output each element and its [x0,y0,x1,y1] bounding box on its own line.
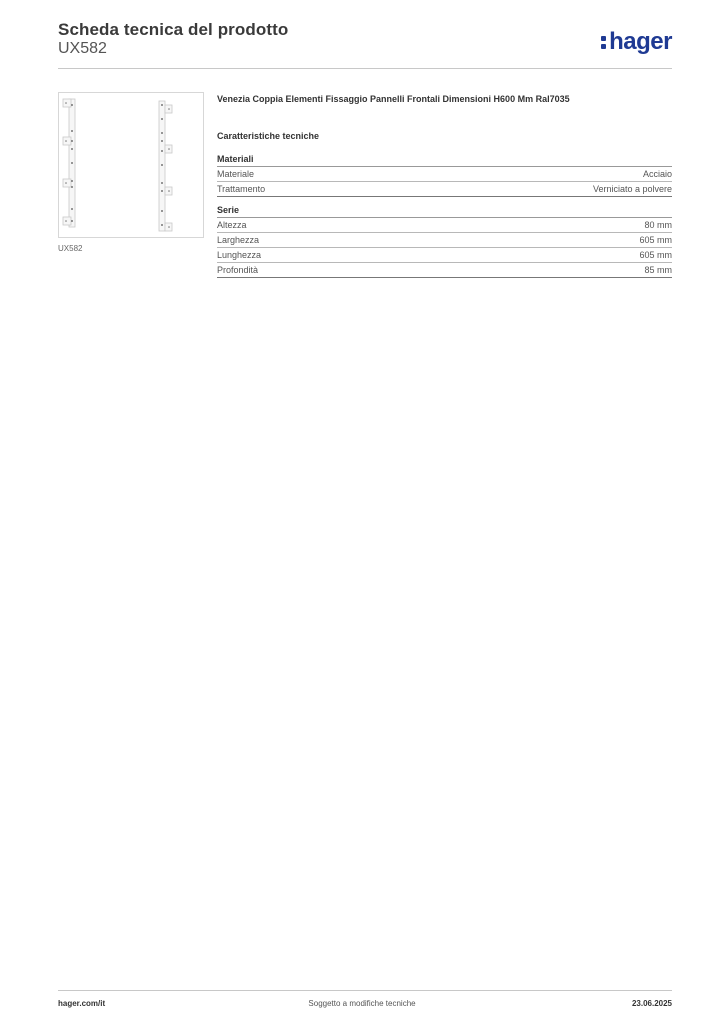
left-rail-holes [65,102,73,222]
right-rail [158,100,173,232]
product-image [58,92,204,238]
specs-heading: Caratteristiche tecniche [217,131,320,141]
image-caption: UX582 [58,244,83,253]
left-rail [62,98,76,228]
spec-label: Profondità [217,265,259,275]
spec-group-series: Serie Altezza 80 mm Larghezza 605 mm Lun… [217,205,672,278]
spec-label: Altezza [217,220,247,230]
spec-row: Profondità 85 mm [217,263,672,278]
logo-text: hager [609,28,672,55]
spec-row: Lunghezza 605 mm [217,248,672,263]
hager-logo: hager [601,30,672,54]
page-title: Scheda tecnica del prodotto [58,20,289,39]
spec-value: 605 mm [639,250,672,260]
spec-row: Larghezza 605 mm [217,233,672,248]
right-rail-holes [161,104,170,228]
mounting-rails-illustration [62,98,173,232]
spec-value: Acciaio [642,169,672,179]
spec-label: Trattamento [217,184,266,194]
spec-group-materials: Materiali Materiale Acciaio Trattamento … [217,154,672,197]
spec-value: 85 mm [644,265,672,275]
product-details: Venezia Coppia Elementi Fissaggio Pannel… [217,94,672,278]
header-divider [58,68,672,69]
footer-date: 23.06.2025 [631,999,672,1008]
footer-website-link[interactable]: hager.com/it [58,999,106,1008]
spec-row: Altezza 80 mm [217,218,672,233]
footer-note: Soggetto a modifiche tecniche [308,999,416,1008]
spec-row: Materiale Acciaio [217,167,672,182]
spec-label: Lunghezza [217,250,262,260]
spec-label: Larghezza [217,235,260,245]
spec-value: 605 mm [639,235,672,245]
product-name: Venezia Coppia Elementi Fissaggio Pannel… [217,94,570,104]
footer-divider [58,990,672,991]
product-code: UX582 [58,40,107,57]
logo-dots-icon [601,33,607,51]
spec-value: 80 mm [644,220,672,230]
spec-value: Verniciato a polvere [592,184,672,194]
spec-group-title: Materiali [217,154,672,167]
spec-label: Materiale [217,169,255,179]
spec-row: Trattamento Verniciato a polvere [217,182,672,197]
spec-group-title: Serie [217,205,672,218]
